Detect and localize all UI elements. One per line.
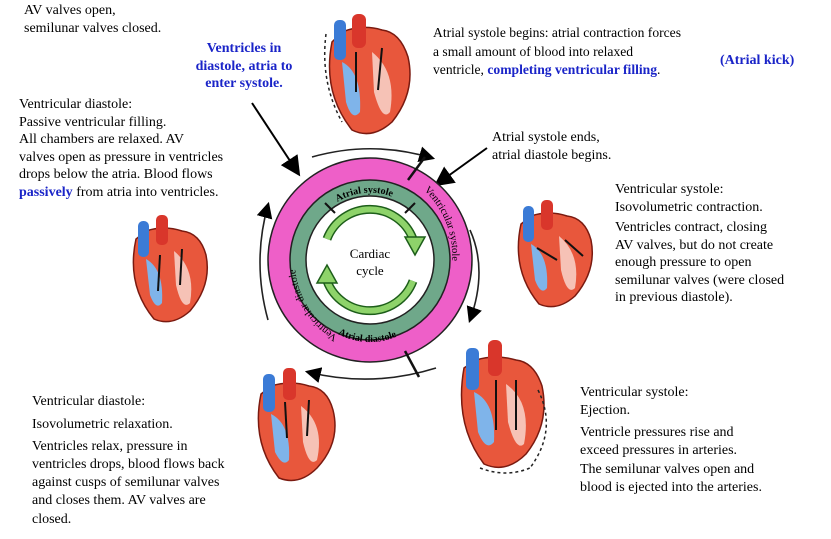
atrial-end-annotation: Atrial systole ends, atrial diastole beg… <box>492 130 612 163</box>
heart-isovolumetric-relaxation-icon <box>257 368 336 482</box>
cardiac-cycle-diagram: Ventricular diastole Ventricular systole… <box>267 156 473 378</box>
cycle-arc-left <box>256 201 273 321</box>
cycle-arc-right <box>466 229 482 324</box>
arrow-ventricles-in-diastole <box>251 102 301 177</box>
arrow-atrial-systole-ends <box>433 147 488 187</box>
atrial-kick-label: (Atrial kick) <box>720 53 795 68</box>
bottom-right-annotation: Ventricular systole: Ejection. Ventricle… <box>580 385 762 496</box>
center-label-cycle: cycle <box>356 263 384 278</box>
center-top-annotation: Ventricles in diastole, atria to enter s… <box>195 41 293 91</box>
heart-ejection-icon <box>460 340 548 474</box>
heart-passive-filling-icon <box>132 215 208 323</box>
cycle-arc-bottom <box>304 367 437 383</box>
bottom-left-annotation: Ventricular diastole: Isovolumetric rela… <box>32 394 225 527</box>
center-arrow-top <box>324 206 416 241</box>
heart-atrial-systole-icon <box>323 14 411 135</box>
left-mid-annotation: Ventricular diastole: Passive ventricula… <box>19 97 224 200</box>
heart-isovolumetric-contraction-icon <box>517 200 593 308</box>
top-right-annotation: Atrial systole begins: atrial contractio… <box>433 25 682 77</box>
right-mid-annotation: Ventricular systole: Isovolumetric contr… <box>615 182 785 305</box>
top-left-annotation: AV valves open, semilunar valves closed. <box>24 3 162 36</box>
center-arrow-bottom <box>324 279 416 314</box>
cycle-arc-top <box>311 146 436 162</box>
center-label-cardiac: Cardiac <box>350 246 391 261</box>
